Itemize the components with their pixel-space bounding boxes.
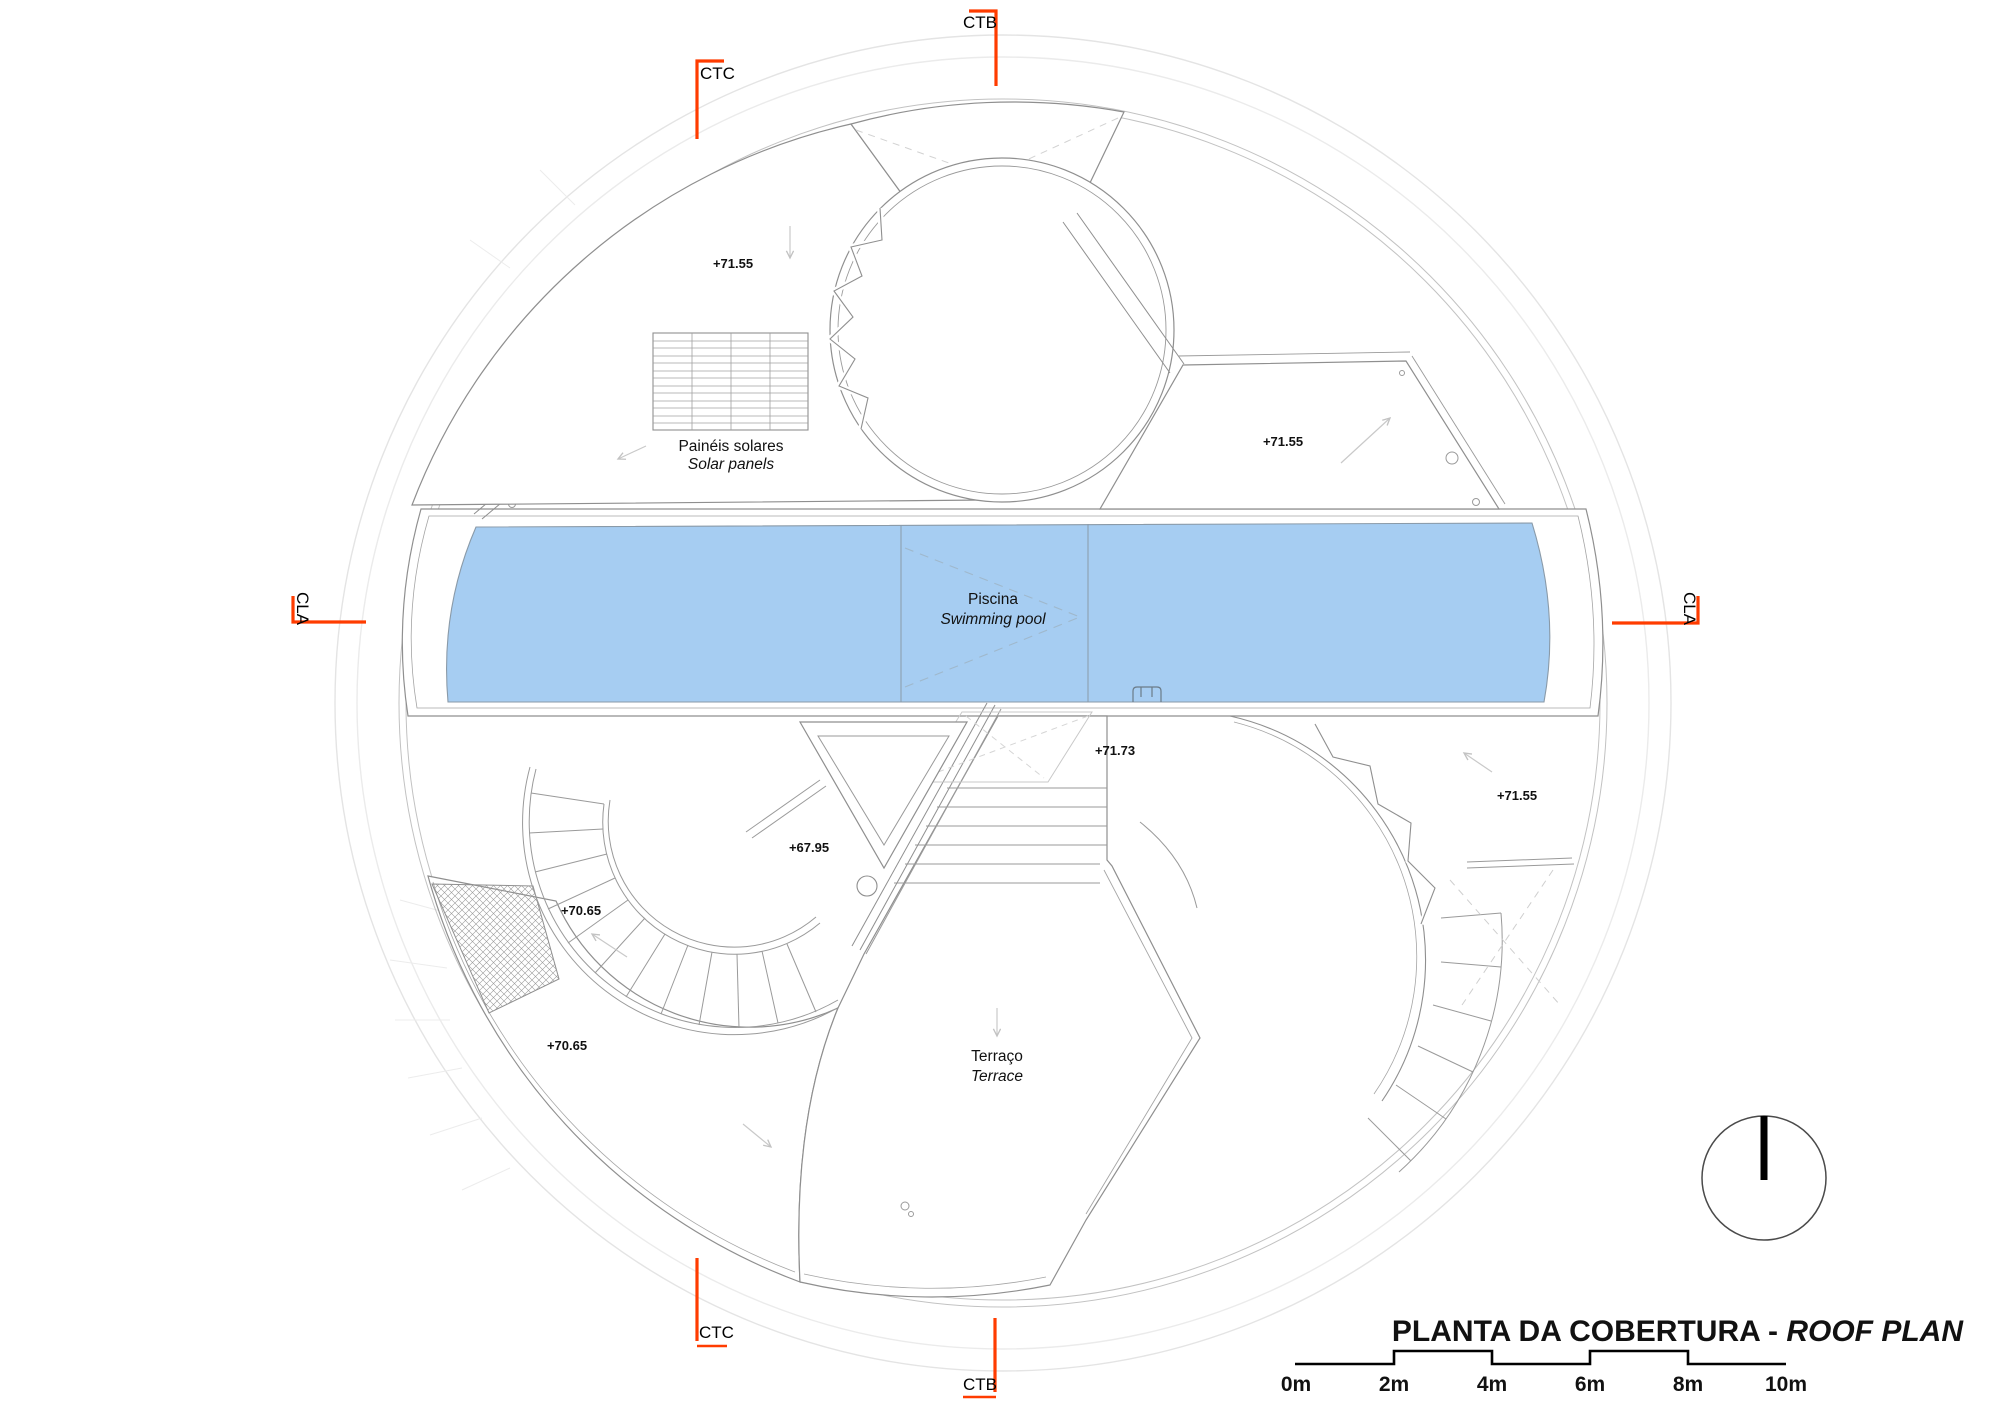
slope-arrows bbox=[590, 226, 1493, 1148]
level-terrace-upper: +70.65 bbox=[561, 903, 601, 918]
terrace-label-pt: Terraço bbox=[971, 1048, 1023, 1065]
roof-band-lower-left bbox=[427, 875, 840, 1283]
scale-label-0m: 0m bbox=[1281, 1373, 1311, 1396]
level-upper-left: +71.55 bbox=[713, 256, 753, 271]
central-stair bbox=[851, 702, 1107, 955]
section-marker-ctb-bottom: CTB bbox=[963, 1318, 997, 1399]
section-markers: CTB CTC CLA CLA CTC CTB bbox=[291, 9, 1700, 1399]
section-marker-cla-right: CLA bbox=[1612, 592, 1700, 626]
section-marker-ctc-top: CTC bbox=[695, 59, 735, 139]
scale-label-4m: 4m bbox=[1477, 1373, 1507, 1396]
site-outline-circles bbox=[334, 34, 1672, 1372]
level-stair: +71.73 bbox=[1095, 743, 1135, 758]
sheet-title: PLANTA DA COBERTURA - ROOF PLAN bbox=[1392, 1315, 1964, 1348]
pool-ladder-icon bbox=[1132, 686, 1162, 702]
paving-tick-lines bbox=[389, 169, 576, 1191]
section-marker-ctb-top: CTB bbox=[963, 9, 998, 86]
swimming-pool bbox=[446, 522, 1551, 703]
pool-label-pt: Piscina bbox=[968, 591, 1018, 608]
sheet-title-pt: PLANTA DA COBERTURA - bbox=[1392, 1315, 1786, 1348]
cla-right-label: CLA bbox=[1680, 592, 1699, 626]
level-lower-right: +71.55 bbox=[1497, 788, 1537, 803]
dome-top bbox=[825, 157, 1175, 503]
ctc-top-label: CTC bbox=[700, 64, 735, 83]
triangle-skylight bbox=[798, 721, 969, 897]
ctc-bottom-label: CTC bbox=[699, 1323, 734, 1342]
level-right: +71.55 bbox=[1263, 434, 1303, 449]
section-marker-ctc-bottom: CTC bbox=[695, 1258, 734, 1348]
ctb-bottom-label: CTB bbox=[963, 1375, 997, 1394]
terrace-area bbox=[798, 715, 1201, 1298]
dome-lower-right bbox=[1229, 715, 1438, 1102]
hatched-panel bbox=[431, 883, 560, 1014]
scale-label-10m: 10m bbox=[1765, 1373, 1807, 1396]
spiral-stair bbox=[522, 766, 842, 1036]
sheet-title-en: ROOF PLAN bbox=[1786, 1315, 1964, 1348]
scale-label-2m: 2m bbox=[1379, 1373, 1409, 1396]
roof-panel-right bbox=[1098, 351, 1506, 510]
solar-panel-grid bbox=[652, 332, 809, 431]
roof-joint-strips bbox=[1062, 212, 1185, 374]
terrace-label-en: Terrace bbox=[971, 1068, 1023, 1085]
section-marker-cla-left: CLA bbox=[291, 592, 366, 626]
level-labels: +71.55 +71.55 +71.73 +67.95 +70.65 +70.6… bbox=[547, 256, 1537, 1053]
cla-left-label: CLA bbox=[293, 592, 312, 626]
level-spiral: +67.95 bbox=[789, 840, 829, 855]
solar-panels-label-en: Solar panels bbox=[688, 456, 774, 473]
ctb-top-label: CTB bbox=[963, 13, 997, 32]
scale-label-6m: 6m bbox=[1575, 1373, 1605, 1396]
scale-bar: 0m 2m 4m 6m 8m 10m bbox=[1281, 1349, 1807, 1396]
roof-lower-right bbox=[1367, 857, 1575, 1173]
level-terrace-lower: +70.65 bbox=[547, 1038, 587, 1053]
solar-panels-label-pt: Painéis solares bbox=[678, 438, 783, 455]
pool-label-en: Swimming pool bbox=[940, 611, 1046, 628]
scale-label-8m: 8m bbox=[1673, 1373, 1703, 1396]
north-indicator bbox=[1701, 1115, 1827, 1241]
area-labels: Painéis solares Solar panels Piscina Swi… bbox=[678, 438, 1046, 1085]
